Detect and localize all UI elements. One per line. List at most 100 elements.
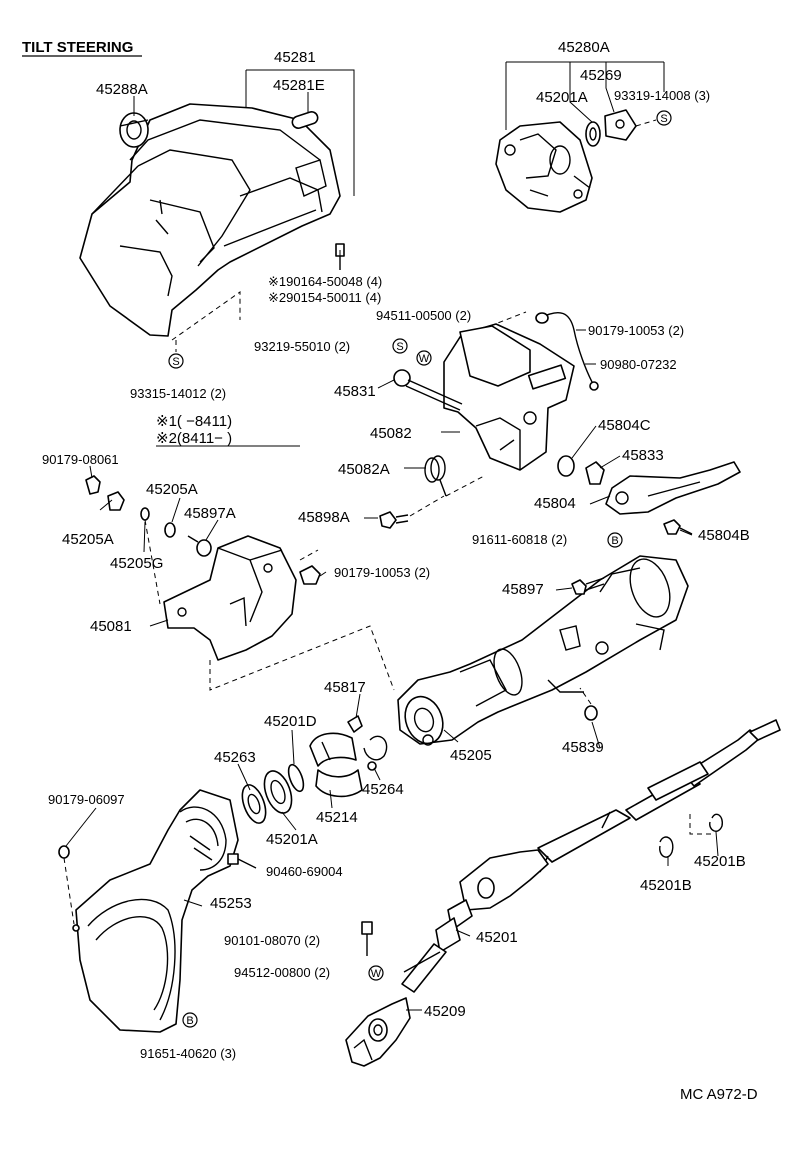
bearing-45201a-bottom [263, 770, 293, 814]
label-90154: ※290154-50011 (4) [268, 290, 381, 305]
symbol-s-93319: S [660, 113, 667, 125]
label-45253: 45253 [210, 895, 252, 912]
column-tube-45205 [397, 555, 689, 746]
label-45263: 45263 [214, 749, 256, 766]
label-45214: 45214 [316, 809, 358, 826]
label-45839: 45839 [562, 739, 604, 756]
label-45804: 45804 [534, 495, 576, 512]
label-93319: 93319-14008 (3) [614, 88, 710, 103]
nut-90179-08061 [85, 475, 101, 495]
label-91651: 91651-40620 (3) [140, 1046, 236, 1061]
label-91611: 91611-60818 (2) [472, 532, 567, 547]
label-45205: 45205 [450, 747, 492, 764]
label-90179-06097: 90179-06097 [48, 792, 125, 807]
pad-45281e [291, 111, 319, 129]
label-90101: 90101-08070 (2) [224, 933, 320, 948]
nut-90179-06097 [58, 845, 70, 859]
diagram-title: TILT STEERING [22, 39, 133, 56]
nut-45205a-b [107, 491, 125, 511]
note-1: ※1( −8411) [156, 413, 232, 430]
label-45817: 45817 [324, 679, 366, 696]
washer-45804c [557, 455, 575, 477]
symbol-s-93219: S [396, 341, 403, 353]
label-45205a-b: 45205A [62, 531, 114, 548]
main-shaft-45201 [537, 719, 781, 873]
ring-45288a [119, 112, 149, 148]
label-94511: 94511-00500 (2) [376, 308, 471, 323]
snap-ring-45264 [363, 735, 388, 761]
symbol-b-91651: B [186, 1015, 193, 1027]
tilt-lever-housing-45280a [495, 121, 593, 213]
label-45205a-a: 45205A [146, 481, 198, 498]
label-45833: 45833 [622, 447, 664, 464]
symbol-b-91611: B [611, 535, 618, 547]
tilt-lever-45804 [605, 461, 741, 515]
nut-45833 [585, 461, 605, 485]
label-90179-10053-b: 90179-10053 (2) [334, 565, 430, 580]
bolt-45898a [379, 511, 409, 529]
label-45897: 45897 [502, 581, 544, 598]
label-90980: 90980-07232 [600, 357, 677, 372]
label-45269: 45269 [580, 67, 622, 84]
upper-column-cover [79, 103, 341, 337]
note-2: ※2(8411− ) [156, 430, 232, 447]
label-45082a: 45082A [338, 461, 390, 478]
label-45804c: 45804C [598, 417, 651, 434]
label-90179-08061: 90179-08061 [42, 452, 119, 467]
symbol-w-94511: W [419, 353, 430, 365]
symbol-s-93315: S [172, 356, 179, 368]
label-93219: 93219-55010 (2) [254, 339, 350, 354]
spring-45082a [424, 455, 447, 497]
intermediate-shaft [401, 943, 447, 993]
bolt-45897 [571, 577, 605, 595]
label-45205g: 45205G [110, 555, 163, 572]
clip-45817 [347, 715, 363, 733]
bearing-45201a-top [585, 121, 601, 147]
lower-joint-45209 [345, 997, 411, 1067]
label-45804b: 45804B [698, 527, 750, 544]
wire-90980 [539, 311, 593, 383]
screw-90460 [227, 853, 257, 869]
label-45280a: 45280A [558, 39, 610, 56]
pin-45205g [140, 507, 150, 521]
label-45201d: 45201D [264, 713, 317, 730]
label-45281: 45281 [274, 49, 316, 66]
label-45201a-top: 45201A [536, 89, 588, 106]
bolt-90101 [361, 921, 373, 956]
label-45082: 45082 [370, 425, 412, 442]
column-boot-45253 [75, 789, 239, 1033]
label-94512: 94512-00800 (2) [234, 965, 330, 980]
label-90164: ※190164-50048 (4) [268, 274, 382, 289]
footer-code: MC A972-D [680, 1086, 758, 1103]
ring-45201d [287, 763, 305, 793]
label-45898a: 45898A [298, 509, 350, 526]
label-45209: 45209 [424, 1003, 466, 1020]
label-45201: 45201 [476, 929, 518, 946]
label-93315: 93315-14012 (2) [130, 386, 226, 401]
label-45081: 45081 [90, 618, 132, 635]
label-45288a: 45288A [96, 81, 148, 98]
snap-ring-45201b-b [709, 813, 724, 832]
symbol-w-94512: W [371, 968, 382, 980]
nut-90179-10053-b [299, 565, 321, 585]
bolt-45804b [663, 519, 693, 535]
ring-45263 [241, 784, 267, 824]
universal-joint-upper [435, 849, 549, 953]
bolt-45831 [393, 369, 463, 411]
tilt-bracket-45082 [443, 323, 575, 471]
label-45831: 45831 [334, 383, 376, 400]
label-90460: 90460-69004 [266, 864, 343, 879]
label-45201b-a: 45201B [694, 853, 746, 870]
nut-45205a-a [164, 522, 176, 538]
label-90179-10053-a: 90179-10053 (2) [588, 323, 684, 338]
label-45201b-b: 45201B [640, 877, 692, 894]
plate-45269 [604, 109, 637, 141]
snap-ring-45201b-a [659, 836, 674, 858]
label-45281e: 45281E [273, 77, 325, 94]
label-45897a: 45897A [184, 505, 236, 522]
label-45264: 45264 [362, 781, 404, 798]
bushing-45214 [309, 732, 363, 798]
column-bracket-45081 [163, 535, 297, 661]
